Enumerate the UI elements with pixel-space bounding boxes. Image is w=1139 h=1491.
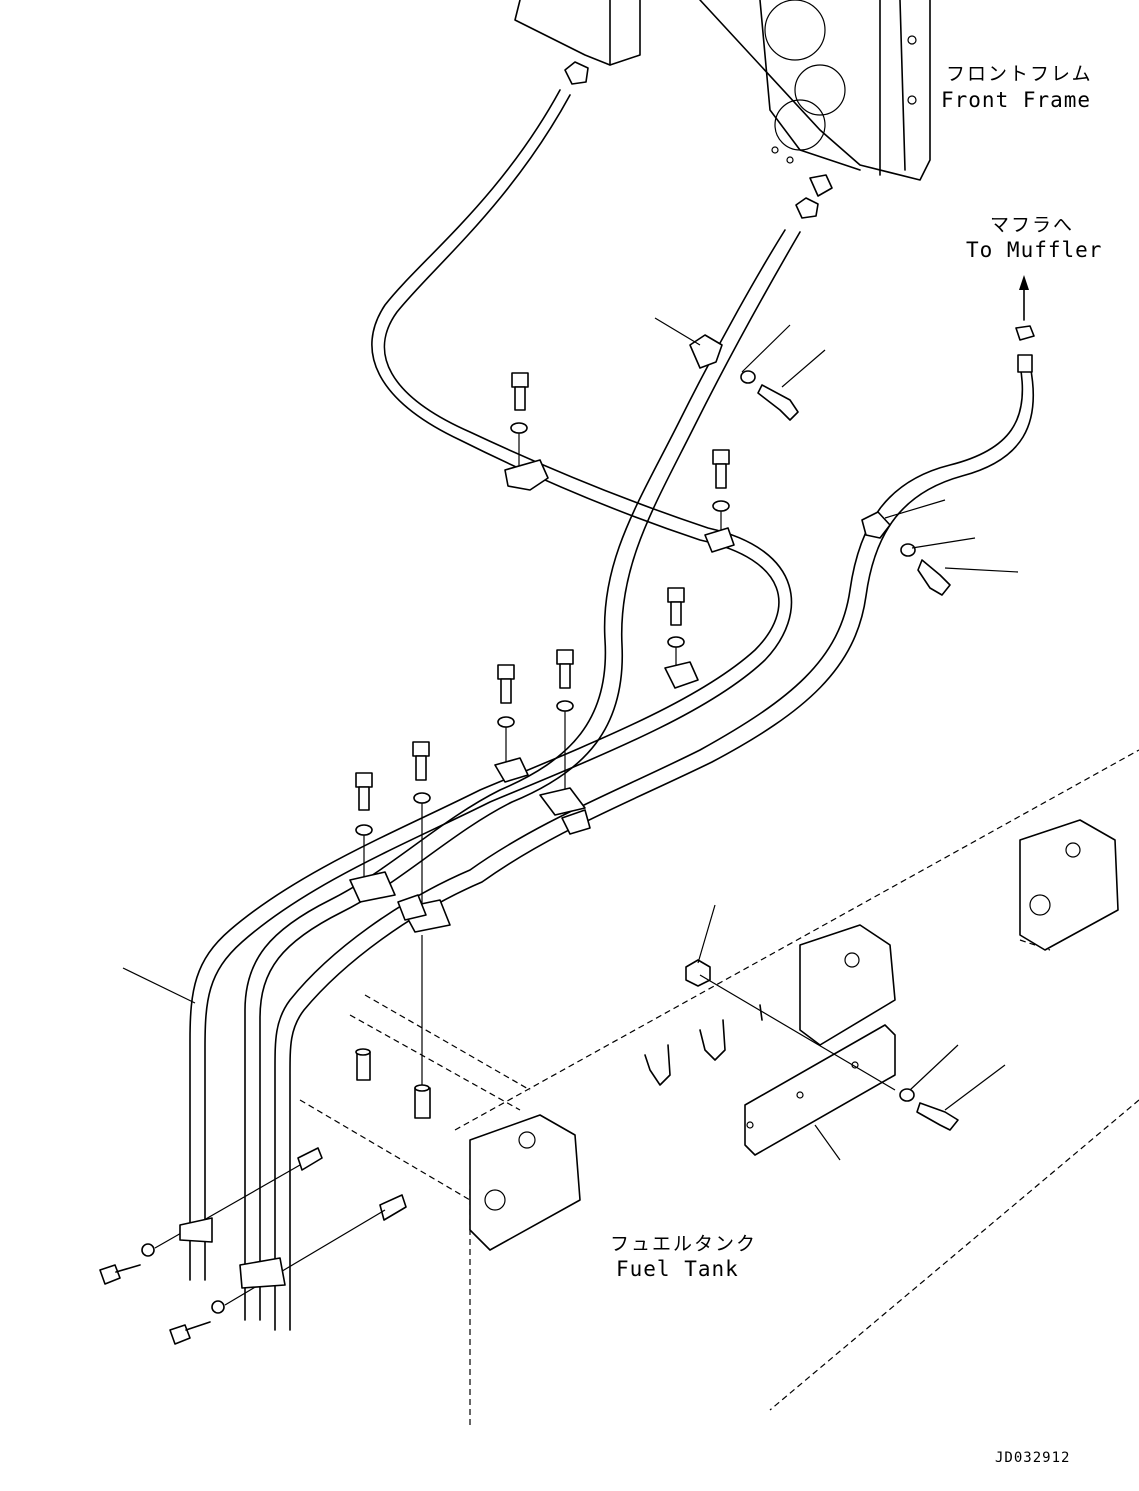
bolt-set-7 [349, 772, 396, 903]
bolt-set-1 [504, 372, 549, 491]
to-muffler-arrow [1019, 275, 1029, 321]
bolt-set-6 [401, 741, 451, 1085]
fuel-tank-label-ja: フュエルタンク [610, 1233, 757, 1255]
bolt-set-5 [539, 649, 586, 816]
hose-3 [274, 325, 1035, 1331]
front-frame-label-ja: フロントフレム [946, 63, 1093, 85]
clamp-upper-right [654, 317, 826, 421]
bottom-left-bolts [99, 1164, 386, 1345]
fuel-tank-label: Fuel Tank [616, 1257, 739, 1281]
spacers [297, 1048, 431, 1221]
to-muffler-label-ja: マフラへ [990, 214, 1074, 236]
hose-2 [244, 229, 801, 1321]
cover-plate [685, 904, 1006, 1161]
bolt-set-2 [704, 449, 735, 553]
to-muffler-label: To Muffler [966, 238, 1102, 262]
bolt-set-3 [664, 587, 699, 689]
front-frame [514, 0, 931, 219]
clamp-muffler-side [861, 499, 1019, 596]
front-frame-label: Front Frame [941, 88, 1091, 112]
fuel-tank [299, 749, 1139, 1425]
drawing-code: JD032912 [995, 1450, 1070, 1466]
hose-1 [189, 89, 793, 1281]
hose-leader-line [122, 967, 196, 1004]
bolt-set-4 [494, 664, 529, 783]
mid-clamps [397, 809, 591, 921]
